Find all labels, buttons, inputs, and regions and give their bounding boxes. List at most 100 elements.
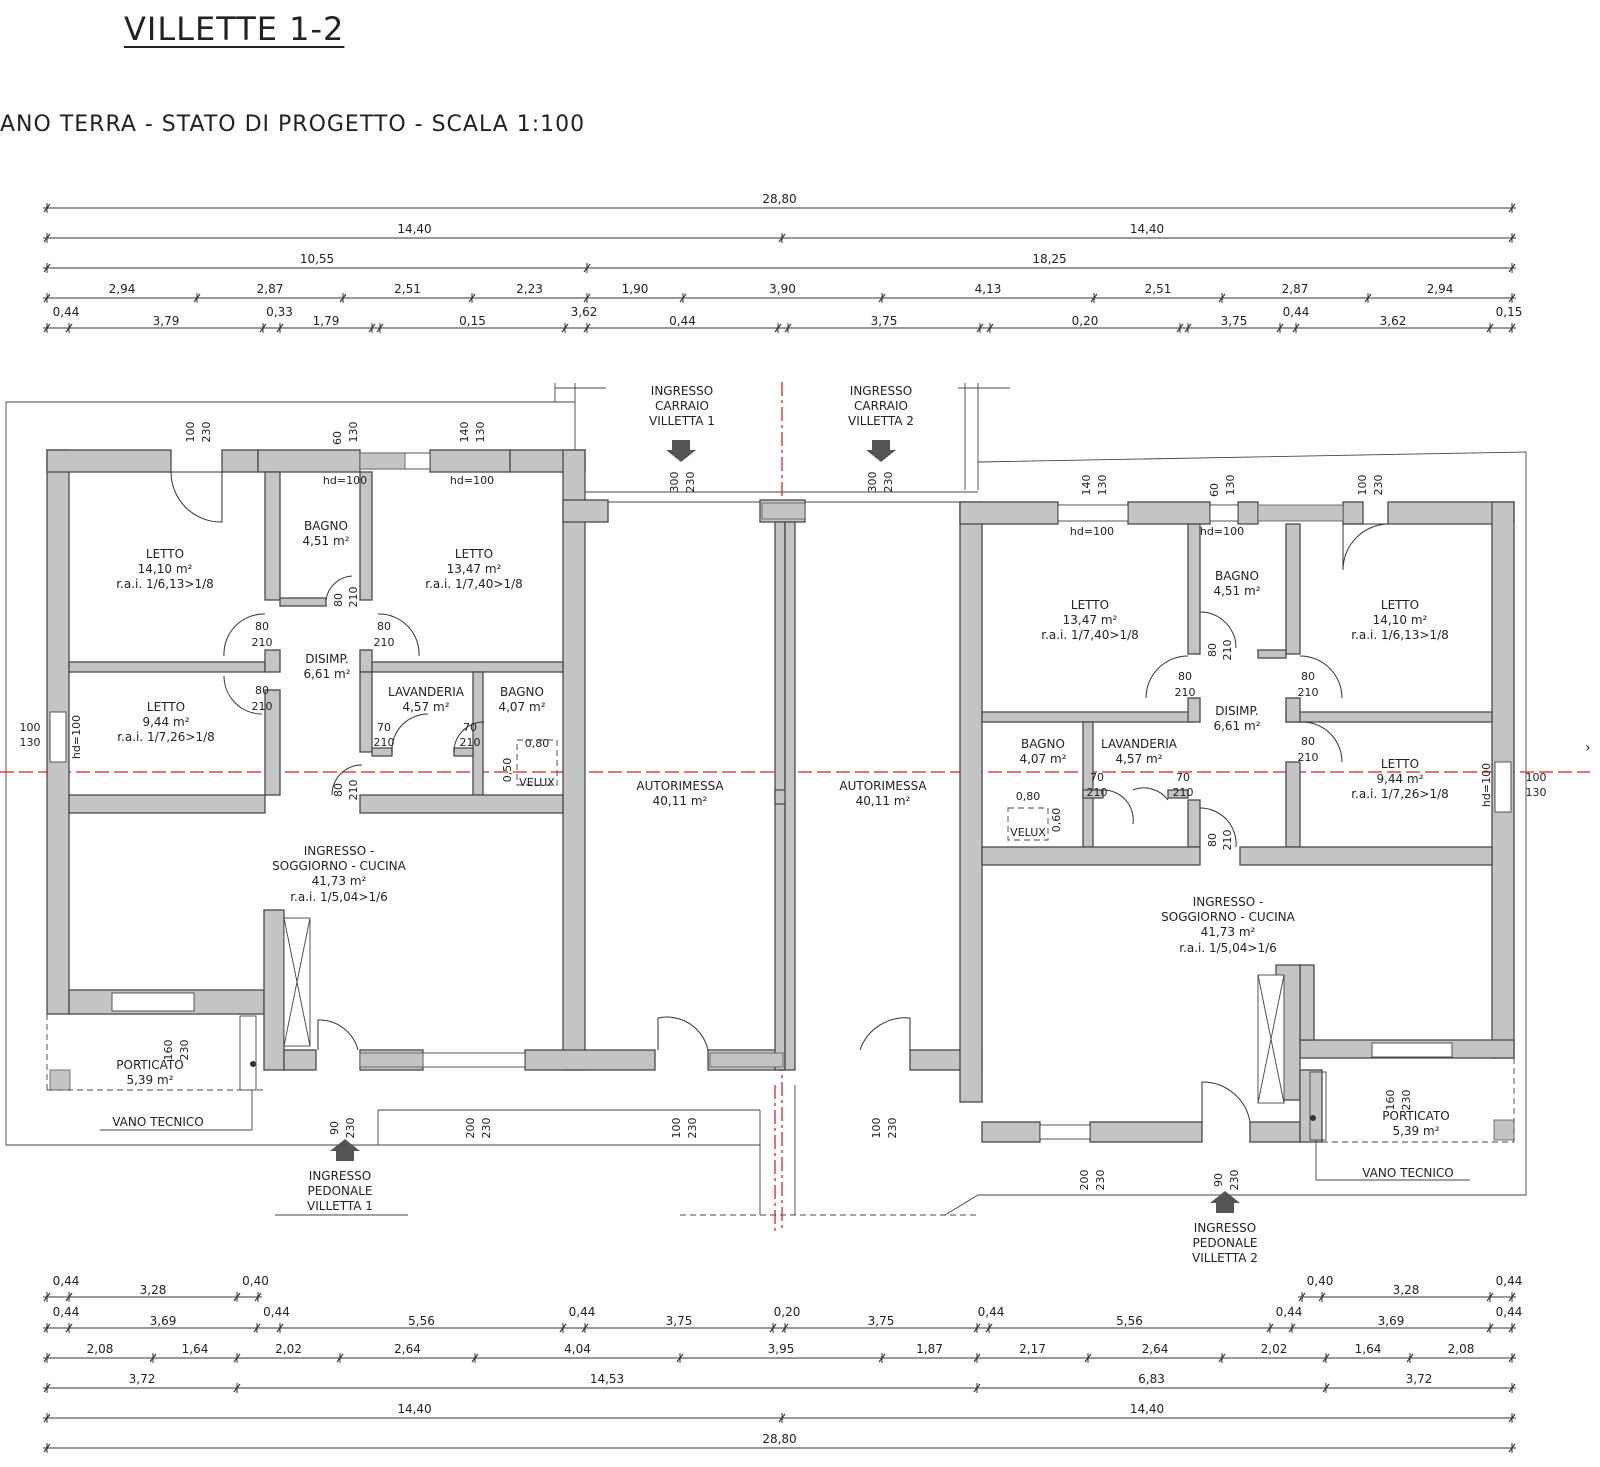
opening-width: 300 <box>668 472 681 493</box>
walls <box>46 449 1515 1143</box>
dimension-label: 3,75 <box>1221 314 1248 328</box>
door-height: 210 <box>374 736 395 749</box>
windows <box>49 452 1515 1141</box>
v2-letto-b-area: 14,10 m² <box>1373 613 1428 627</box>
dimension-label: 10,55 <box>300 252 334 266</box>
v2-letto-a-rai: r.a.i. 1/7,40>1/8 <box>1041 628 1139 642</box>
door-height: 210 <box>347 780 360 801</box>
v2-pedonale-l3: VILLETTA 2 <box>1192 1251 1258 1265</box>
dimension-label: 3,28 <box>140 1283 167 1297</box>
dimension-label: 1,64 <box>1355 1342 1382 1356</box>
v1-letto-a-rai: r.a.i. 1/6,13>1/8 <box>116 577 214 591</box>
dimension-label: 5,56 <box>1116 1314 1143 1328</box>
opening-width: 200 <box>464 1118 477 1139</box>
villa2-room-labels: LETTO 13,47 m² r.a.i. 1/7,40>1/8 BAGNO 4… <box>839 384 1453 1265</box>
v2-letto-a-name: LETTO <box>1071 598 1109 612</box>
v1-disimp-name: DISIMP. <box>305 652 348 666</box>
door-height: 210 <box>1298 751 1319 764</box>
dimension-label: 3,75 <box>666 1314 693 1328</box>
plumbing-icon <box>250 1061 256 1067</box>
dimension-label: 2,87 <box>257 282 284 296</box>
dimension-label: 1,79 <box>313 314 340 328</box>
dimension-label: 0,44 <box>263 1305 290 1319</box>
dimension-label: 0,20 <box>774 1305 801 1319</box>
hd-label: hd=100 <box>70 715 83 759</box>
dimension-label: 2,08 <box>1448 1342 1475 1356</box>
dimension-label: 4,13 <box>975 282 1002 296</box>
door-height: 210 <box>252 636 273 649</box>
v2-autorimessa-area: 40,11 m² <box>856 794 911 808</box>
dimension-label: 2,64 <box>394 1342 421 1356</box>
dimension-label: 6,83 <box>1138 1372 1165 1386</box>
door-width: 80 <box>1206 643 1219 657</box>
opening-width: 60 <box>1208 483 1221 497</box>
opening-height: 230 <box>686 1118 699 1139</box>
v1-letto-c-rai: r.a.i. 1/7,26>1/8 <box>117 730 215 744</box>
door-height: 210 <box>252 700 273 713</box>
door-width: 80 <box>332 593 345 607</box>
door-height: 210 <box>1173 786 1194 799</box>
hd-label: hd=100 <box>1070 525 1114 538</box>
opening-width: 140 <box>1080 475 1093 496</box>
v1-letto-c-name: LETTO <box>147 700 185 714</box>
dimension-label: 0,44 <box>1283 305 1310 319</box>
opening-height: 230 <box>200 422 213 443</box>
velux-height: 0,60 <box>1050 808 1063 833</box>
opening-height: 230 <box>1400 1090 1413 1111</box>
dimension-label: 3,69 <box>1378 1314 1405 1328</box>
v1-soggiorno-rai: r.a.i. 1/5,04>1/6 <box>290 890 388 904</box>
v2-porticato-name: PORTICATO <box>1382 1109 1449 1123</box>
dimension-label: 0,20 <box>1072 314 1099 328</box>
v1-bagno-a-name: BAGNO <box>304 519 348 533</box>
opening-height: 130 <box>474 422 487 443</box>
v2-carraio-l1: INGRESSO <box>850 384 912 398</box>
opening-height: 230 <box>882 472 895 493</box>
velux-left <box>516 739 558 786</box>
v2-autorimessa-name: AUTORIMESSA <box>839 779 927 793</box>
velux-width: 0,80 <box>1016 790 1041 803</box>
v2-pedonale-l1: INGRESSO <box>1194 1221 1256 1235</box>
door-width: 80 <box>1301 735 1315 748</box>
dimension-label: 2,64 <box>1142 1342 1169 1356</box>
opening-width: 100 <box>670 1118 683 1139</box>
dimension-label: 14,40 <box>397 222 431 236</box>
v1-carraio-l2: CARRAIO <box>655 399 709 413</box>
window-width: 100 <box>20 721 41 734</box>
v2-soggiorno-l2: SOGGIORNO - CUCINA <box>1161 910 1295 924</box>
v1-bagno-b-name: BAGNO <box>500 685 544 699</box>
opening-height: 230 <box>684 472 697 493</box>
opening-height: 230 <box>1094 1170 1107 1191</box>
v1-lavanderia-area: 4,57 m² <box>402 700 449 714</box>
door-width: 80 <box>255 684 269 697</box>
dimension-label: 3,90 <box>769 282 796 296</box>
dimension-label: 28,80 <box>762 1432 796 1446</box>
window-height: 130 <box>1526 786 1547 799</box>
dimension-label: 14,40 <box>397 1402 431 1416</box>
v1-pedonale-l3: VILLETTA 1 <box>307 1199 373 1213</box>
v2-bagno-a-name: BAGNO <box>1215 569 1259 583</box>
opening-width: 90 <box>1212 1173 1225 1187</box>
section-marker-icon: › <box>1585 740 1591 756</box>
v2-letto-a-area: 13,47 m² <box>1063 613 1118 627</box>
door-height: 210 <box>347 587 360 608</box>
plumbing-icon-2 <box>1310 1115 1316 1121</box>
door-height: 210 <box>1087 786 1108 799</box>
v1-letto-a-name: LETTO <box>146 547 184 561</box>
porticato-outline <box>46 1014 1515 1181</box>
dimension-label: 0,44 <box>569 1305 596 1319</box>
dimension-label: 0,44 <box>1276 1305 1303 1319</box>
dimension-label: 2,94 <box>1427 282 1454 296</box>
hd-label: hd=100 <box>323 474 367 487</box>
dimension-label: 14,40 <box>1130 222 1164 236</box>
dimension-label: 3,75 <box>868 1314 895 1328</box>
v1-carraio-l3: VILLETTA 1 <box>649 414 715 428</box>
dimension-label: 3,72 <box>1406 1372 1433 1386</box>
opening-width: 100 <box>1356 475 1369 496</box>
v2-letto-c-area: 9,44 m² <box>1376 772 1423 786</box>
dimension-label: 4,04 <box>564 1342 591 1356</box>
door-height: 210 <box>1221 830 1234 851</box>
window-width: 100 <box>1526 771 1547 784</box>
v1-pedonale-l2: PEDONALE <box>308 1184 373 1198</box>
dimension-label: 3,95 <box>768 1342 795 1356</box>
dimension-label: 0,44 <box>978 1305 1005 1319</box>
